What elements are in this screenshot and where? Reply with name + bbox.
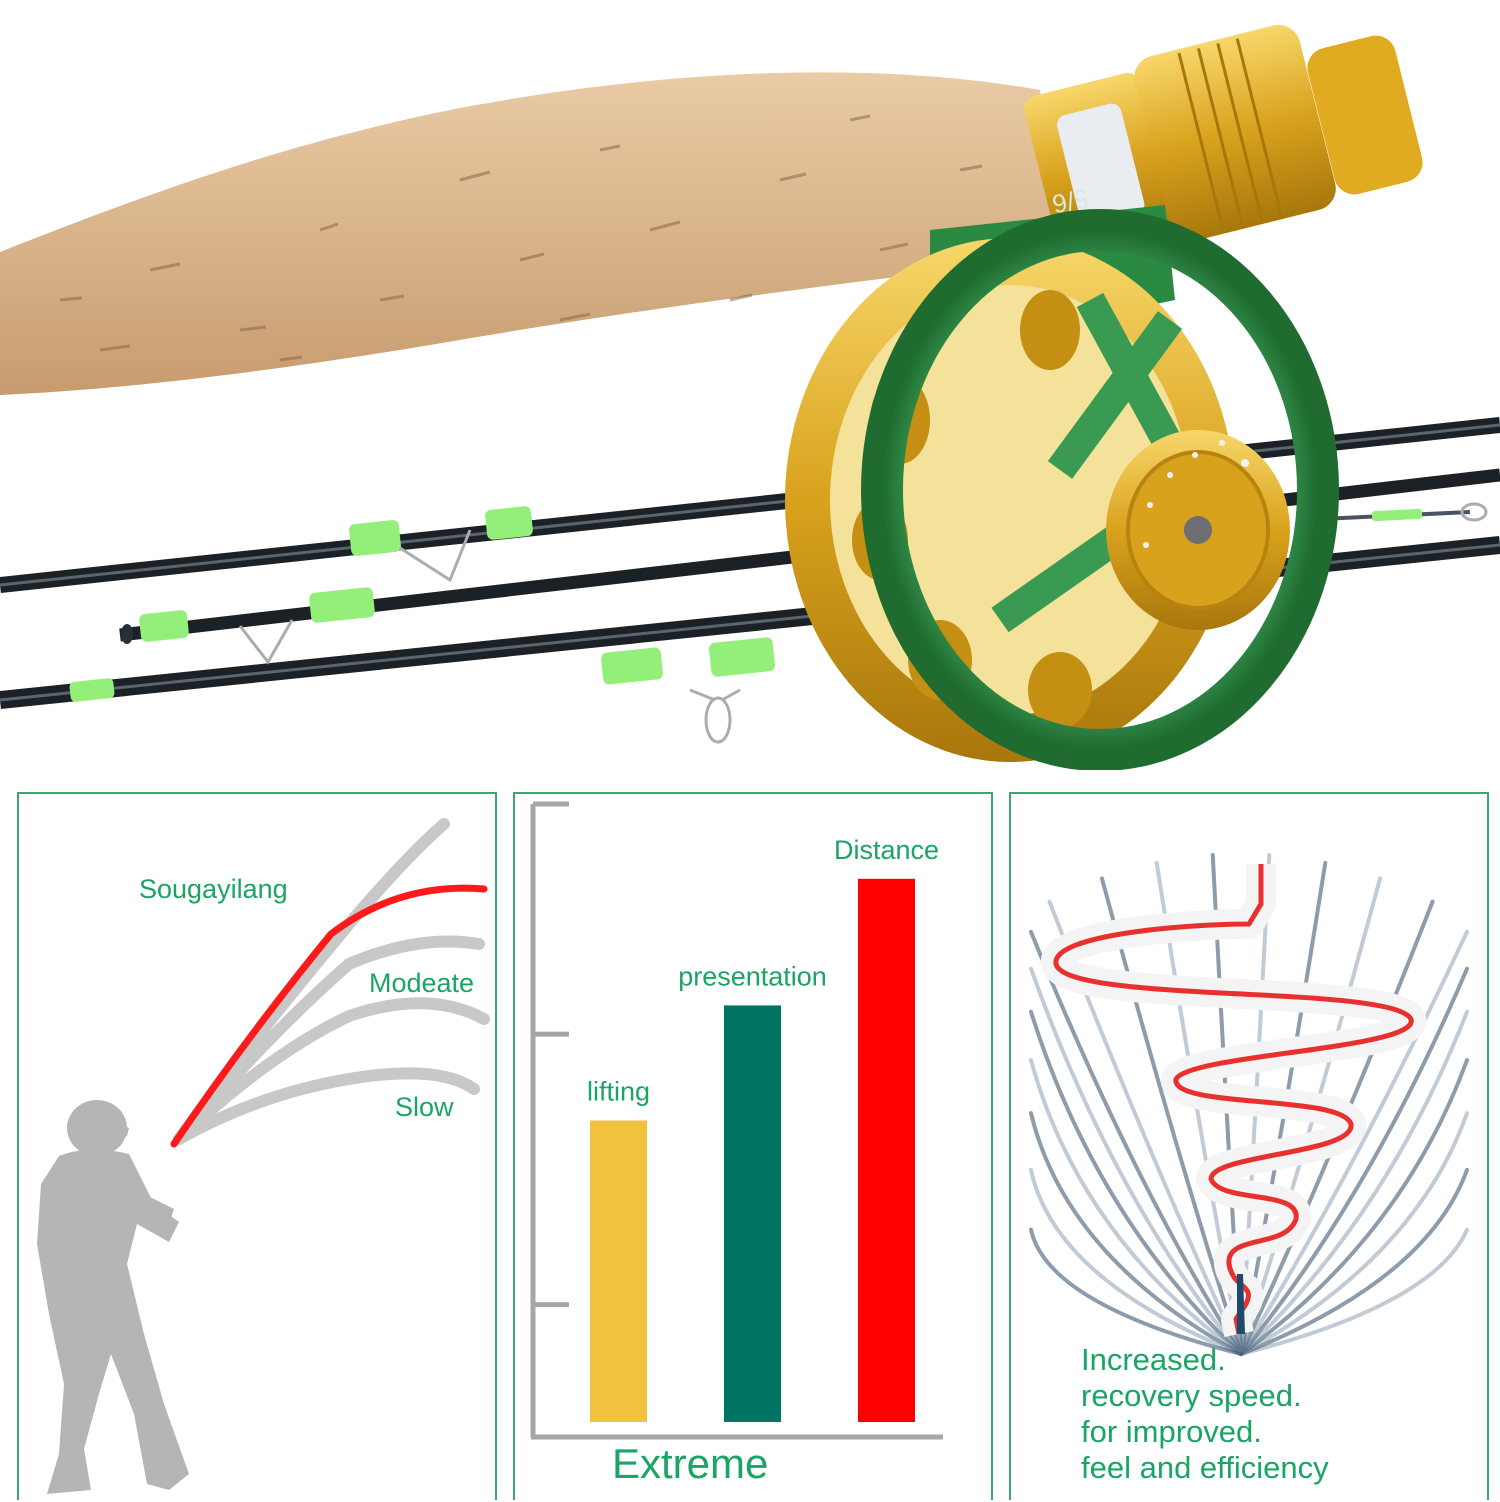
recovery-line-3: for improved. (1081, 1414, 1262, 1449)
chart-bottom-label: Extreme (612, 1440, 769, 1487)
fan-line (1239, 1167, 1469, 1356)
fan-line (1029, 1167, 1243, 1356)
line-guides (238, 502, 1488, 744)
fan-line (1029, 966, 1243, 1356)
fan-line (1099, 876, 1243, 1356)
recovery-vortex-illustration (1029, 852, 1469, 1356)
fan-line (1029, 1227, 1243, 1356)
bar-lifting (590, 1120, 647, 1422)
fan-line (1029, 1058, 1243, 1356)
fan-line (1029, 929, 1243, 1356)
action-label-moderate: Modeate (369, 968, 475, 998)
sougayilang-action-curve (170, 884, 488, 1148)
bar-label-distance: Distance (834, 835, 939, 865)
rod-butt (1237, 1274, 1245, 1334)
action-label-sougayilang: Sougayilang (139, 874, 288, 904)
product-photo: 5/6 (0, 24, 1500, 770)
fan-line (1239, 1058, 1469, 1356)
bar-label-lifting: lifting (587, 1077, 650, 1107)
recovery-speed-panel: Increased. recovery speed. for improved.… (1009, 792, 1489, 1500)
fan-line (1239, 966, 1469, 1356)
performance-bar-chart: lifting presentation Distance (530, 801, 943, 1440)
recovery-line-4: feel and efficiency (1081, 1450, 1329, 1485)
performance-chart-panel: lifting presentation Distance Extreme (513, 792, 993, 1500)
angler-silhouette-icon (37, 1100, 189, 1494)
fan-line (1239, 1111, 1469, 1356)
bar-presentation (724, 1005, 781, 1422)
fan-line (1029, 1009, 1243, 1356)
guide-wraps (69, 506, 1423, 702)
fan-line (1239, 929, 1469, 1356)
bar-label-presentation: presentation (678, 961, 827, 991)
fly-reel (785, 209, 1339, 770)
spiral-red-line (1053, 864, 1414, 1335)
recovery-line-2: recovery speed. (1081, 1378, 1302, 1413)
bar-distance (858, 878, 915, 1422)
fan-line (1239, 1227, 1469, 1356)
fan-line (1029, 1111, 1243, 1356)
fan-line (1239, 1009, 1469, 1356)
rod-action-panel: Sougayilang Modeate Slow (17, 792, 497, 1500)
recovery-line-1: Increased. (1081, 1342, 1226, 1377)
action-label-slow: Slow (395, 1092, 454, 1122)
